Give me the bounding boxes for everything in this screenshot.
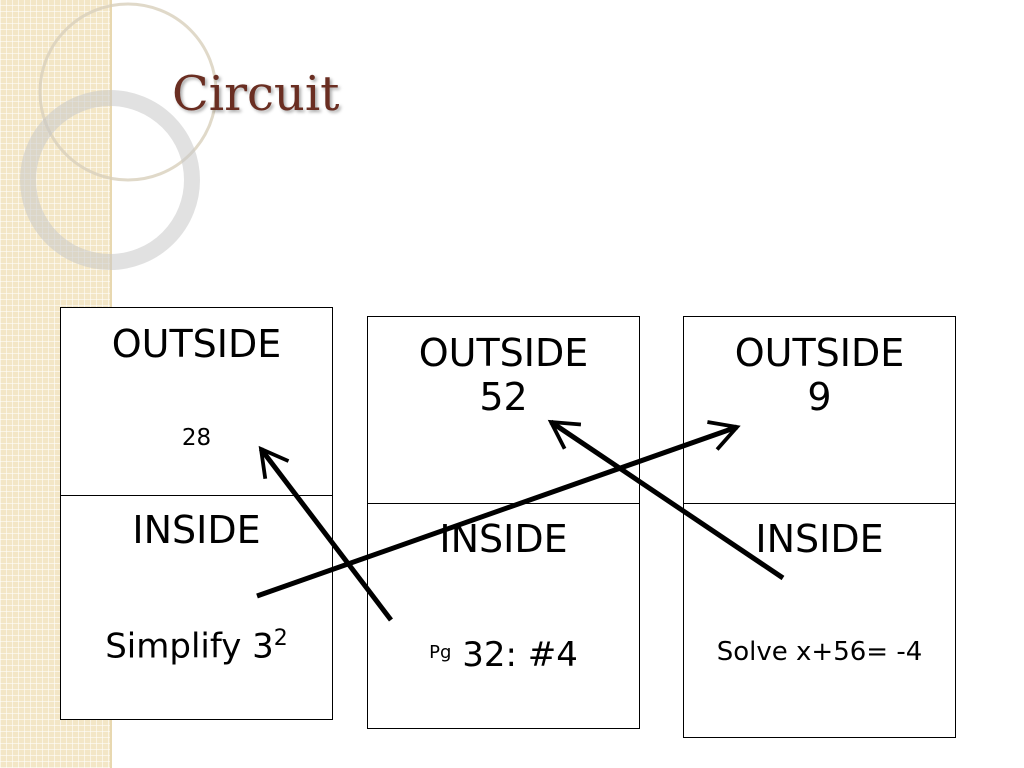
card-2-inside-text: Pg 32: #4 <box>368 635 639 675</box>
card-1-outside-label: OUTSIDE <box>111 322 282 366</box>
card-3: OUTSIDE 9 INSIDE Solve x+56= -4 <box>683 316 956 738</box>
card-2-inside-main: 32: #4 <box>462 635 578 675</box>
card-3-outside-label: OUTSIDE <box>734 331 905 375</box>
card-1-inside-exponent: 2 <box>273 626 288 651</box>
card-1-inside-main: Simplify 3 <box>105 626 274 667</box>
card-1-outside-value: 28 <box>181 425 212 451</box>
card-1-inside-text: Simplify 32 <box>61 626 332 666</box>
card-2: OUTSIDE 52 INSIDE Pg 32: #4 <box>367 316 640 729</box>
card-3-outside-value: 9 <box>807 375 832 419</box>
card-2-inside-label: INSIDE <box>439 517 568 561</box>
card-3-inside-label: INSIDE <box>755 517 884 561</box>
card-1: OUTSIDE 28 INSIDE Simplify 32 <box>60 307 333 720</box>
card-2-divider <box>368 503 639 504</box>
card-1-inside-label: INSIDE <box>132 508 261 552</box>
card-2-outside-label: OUTSIDE <box>418 331 589 375</box>
decorative-circles <box>20 2 218 270</box>
card-2-inside-prefix: Pg <box>429 642 452 663</box>
card-3-divider <box>684 503 955 504</box>
card-3-inside-text: Solve x+56= -4 <box>716 637 923 667</box>
card-1-divider <box>61 495 332 496</box>
card-2-outside-value: 52 <box>479 375 528 419</box>
slide-title: Circuit <box>172 66 340 122</box>
